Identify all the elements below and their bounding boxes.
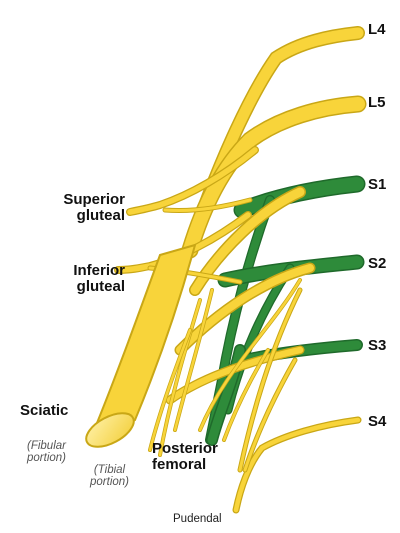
root-label-l5: L5 — [368, 94, 386, 111]
label-pudendal: Pudendal — [173, 513, 222, 525]
label-inferior-gluteal: Inferior gluteal — [73, 262, 125, 296]
yellow-nerves — [85, 26, 367, 514]
label-posterior-femoral: Posterior femoral — [152, 440, 218, 474]
label-tibial-portion: (Tibial portion) — [90, 464, 129, 489]
root-label-s4: S4 — [368, 413, 387, 430]
root-label-s2: S2 — [368, 255, 387, 272]
label-sciatic: Sciatic — [20, 402, 69, 419]
root-label-s1: S1 — [368, 176, 387, 193]
label-fibular-portion: (Fibular portion) — [27, 440, 66, 465]
root-label-s3: S3 — [368, 337, 387, 354]
root-label-l4: L4 — [368, 21, 386, 38]
label-superior-gluteal: Superior gluteal — [63, 191, 125, 225]
sciatic-cut-end — [85, 412, 135, 448]
